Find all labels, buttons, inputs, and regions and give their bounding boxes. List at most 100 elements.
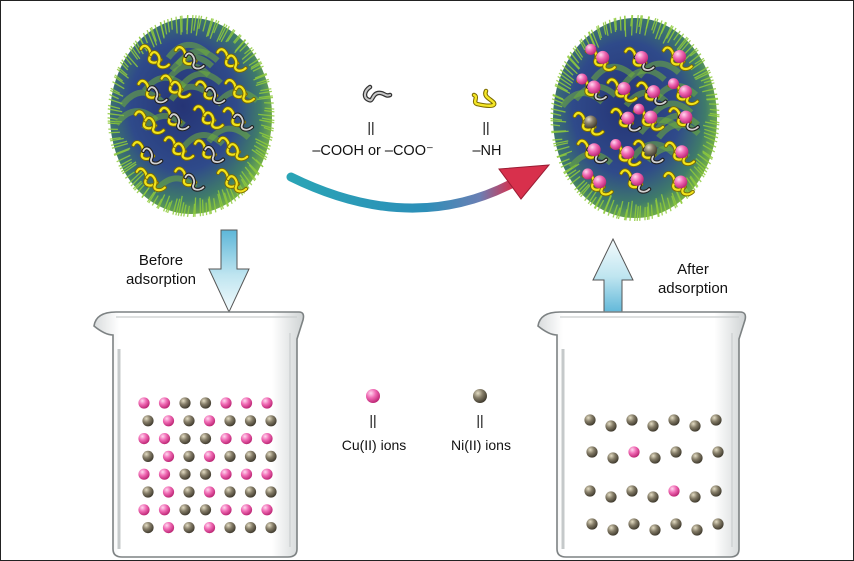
sphere-fiber bbox=[110, 87, 121, 94]
sphere-fiber bbox=[121, 59, 129, 68]
ni-ions-label: Ni(II) ions bbox=[451, 437, 511, 453]
ni-ion bbox=[584, 414, 596, 426]
cu-ion bbox=[203, 486, 216, 498]
sphere-fiber bbox=[110, 89, 124, 97]
sphere-fiber bbox=[223, 192, 230, 207]
sphere-fiber bbox=[550, 117, 563, 121]
sphere-fiber bbox=[634, 204, 637, 222]
amine-chain bbox=[610, 108, 634, 127]
ni-ion bbox=[265, 522, 277, 534]
sphere-fiber bbox=[259, 131, 273, 139]
sphere-fiber bbox=[673, 30, 681, 41]
amine-chain bbox=[577, 139, 600, 159]
sphere-fiber bbox=[572, 47, 583, 61]
sphere-fiber bbox=[241, 48, 255, 60]
amine-chain bbox=[149, 51, 170, 69]
ni-ion bbox=[199, 433, 212, 445]
sphere-fiber bbox=[109, 137, 121, 140]
sphere-fiber bbox=[248, 172, 256, 182]
sphere-fiber bbox=[234, 39, 247, 54]
sphere-fiber bbox=[177, 195, 183, 216]
ni-ion bbox=[607, 524, 619, 536]
sphere-fiber bbox=[134, 182, 143, 191]
cu-ion bbox=[138, 397, 150, 409]
sphere-fiber bbox=[597, 25, 603, 39]
adsorbed-ion bbox=[633, 103, 645, 115]
sphere-fiber bbox=[689, 176, 698, 188]
sphere-fiber bbox=[159, 21, 165, 39]
sphere-fiber bbox=[216, 23, 226, 42]
sphere-fiber bbox=[142, 32, 148, 44]
sphere-fiber bbox=[608, 19, 613, 34]
sphere-fiber bbox=[706, 141, 717, 148]
sphere-fiber bbox=[255, 138, 271, 147]
sphere-fiber bbox=[652, 18, 659, 34]
sphere-fiber bbox=[207, 18, 214, 37]
sphere-fiber bbox=[580, 182, 593, 198]
ni-ion bbox=[179, 468, 191, 480]
ni-ion bbox=[224, 486, 236, 498]
ni-ion bbox=[244, 415, 257, 427]
amine-chain bbox=[135, 167, 158, 187]
sphere-fiber bbox=[254, 72, 267, 79]
sphere-fiber bbox=[689, 49, 699, 57]
sphere-fiber bbox=[217, 190, 224, 210]
sphere-fiber bbox=[225, 28, 235, 43]
sphere-fiber bbox=[179, 15, 182, 35]
sphere-fiber bbox=[587, 31, 595, 47]
sphere-fiber bbox=[261, 134, 273, 141]
amine-chain bbox=[636, 81, 659, 101]
amine-chain bbox=[132, 141, 155, 160]
carboxyl-equals: || bbox=[367, 119, 374, 135]
amine-chain bbox=[662, 46, 685, 66]
ni-ion-sphere-icon bbox=[473, 389, 487, 403]
sphere-fiber bbox=[119, 161, 133, 170]
sphere-fiber bbox=[260, 124, 274, 130]
sphere-fiber bbox=[557, 75, 572, 87]
sphere-fiber bbox=[550, 108, 566, 113]
amine-chain bbox=[227, 175, 248, 193]
ni-ion-legend: || Ni(II) ions bbox=[451, 389, 511, 453]
amine-chain bbox=[163, 136, 187, 156]
carboxyl-group-legend: || –COOH or –COO⁻ bbox=[312, 84, 434, 159]
up-arrow-icon bbox=[592, 237, 634, 315]
cu-ion bbox=[138, 433, 150, 445]
sphere-fiber bbox=[676, 36, 688, 51]
amine-chain bbox=[663, 171, 686, 191]
ni-ion bbox=[710, 414, 722, 426]
sphere-fiber bbox=[239, 174, 250, 189]
before-label-line1: Before bbox=[139, 252, 183, 269]
ni-ion bbox=[647, 491, 659, 503]
sphere-fiber bbox=[175, 16, 178, 34]
amine-chain bbox=[174, 167, 197, 187]
sphere-fiber bbox=[218, 24, 228, 41]
sphere-fiber bbox=[186, 205, 191, 217]
sphere-fiber bbox=[630, 15, 634, 36]
sphere-fiber bbox=[251, 149, 267, 161]
adsorbed-ion bbox=[621, 146, 635, 160]
ni-ion bbox=[670, 446, 682, 458]
amine-equals: || bbox=[482, 119, 489, 135]
sphere-fiber bbox=[107, 104, 121, 110]
adsorbed-ion bbox=[585, 43, 597, 55]
sphere-fiber bbox=[157, 194, 166, 210]
sphere-fiber bbox=[604, 21, 609, 36]
cu-ion bbox=[668, 485, 680, 497]
ni-ion bbox=[199, 468, 212, 480]
cu-ion-legend: || Cu(II) ions bbox=[342, 389, 406, 453]
sphere-fiber bbox=[565, 169, 577, 178]
sphere-fiber bbox=[172, 198, 178, 215]
sphere-flake bbox=[655, 112, 700, 131]
carboxyl-chain bbox=[184, 173, 205, 191]
adsorbed-ion bbox=[617, 81, 631, 95]
sphere-fiber bbox=[108, 98, 123, 105]
ni-ion bbox=[649, 524, 661, 536]
adsorbed-ion bbox=[593, 175, 607, 189]
sphere-fiber bbox=[693, 166, 705, 178]
sphere-fiber bbox=[175, 198, 181, 216]
cu-ion bbox=[220, 397, 232, 409]
sphere-fiber bbox=[636, 206, 639, 222]
sphere-fiber bbox=[666, 197, 672, 212]
sphere-fiber bbox=[607, 199, 615, 216]
